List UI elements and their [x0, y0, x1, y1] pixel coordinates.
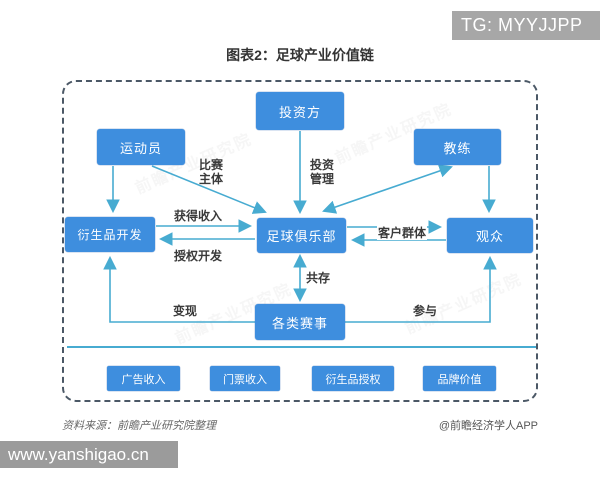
node-investor: 投资方 [256, 92, 344, 130]
node-football-club: 足球俱乐部 [257, 218, 346, 253]
node-athlete: 运动员 [97, 129, 185, 165]
credit-note: @前瞻经济学人APP [438, 420, 538, 432]
edge-label-monetize: 变现 [173, 304, 198, 318]
edge-label-match-subject: 比赛 主体 [199, 158, 224, 186]
edge-label-investment-management: 投资 管理 [310, 158, 335, 186]
node-ad-revenue: 广告收入 [107, 366, 180, 391]
node-derivative-licensing: 衍生品授权 [312, 366, 394, 391]
node-brand-value: 品牌价值 [423, 366, 496, 391]
edge-label-gain-income: 获得收入 [174, 209, 223, 223]
node-audience: 观众 [447, 218, 533, 253]
node-events: 各类赛事 [255, 304, 345, 340]
edge-label-participate: 参与 [413, 304, 438, 318]
page-title: 图表2：足球产业价值链 [226, 47, 374, 63]
diagram-dashed-frame [62, 80, 538, 402]
edge-label-coexist: 共存 [306, 271, 331, 285]
edge-label-customer-group: 客户群体 [377, 226, 428, 240]
node-coach: 教练 [414, 129, 501, 165]
url-watermark-bar: www.yanshigao.cn [0, 441, 178, 468]
edge-label-license-development: 授权开发 [174, 249, 223, 263]
tg-watermark-bar: TG: MYYJJPP [452, 11, 600, 40]
source-note: 资料来源：前瞻产业研究院整理 [62, 420, 216, 432]
node-ticket-revenue: 门票收入 [210, 366, 280, 391]
node-derivative-development: 衍生品开发 [65, 217, 155, 252]
